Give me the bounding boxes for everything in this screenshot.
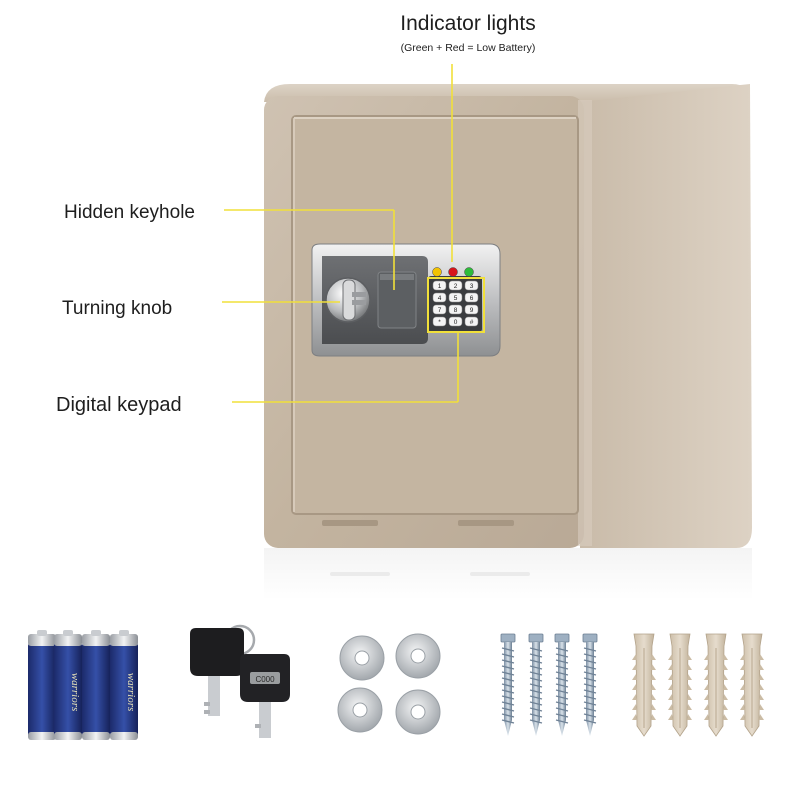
keypad-key[interactable]: 9 bbox=[464, 304, 479, 315]
screw bbox=[582, 633, 598, 736]
svg-text:3: 3 bbox=[470, 283, 474, 290]
base-slot-right bbox=[458, 520, 514, 526]
keypad-key[interactable]: * bbox=[432, 316, 447, 327]
keypad-key[interactable]: 0 bbox=[448, 316, 463, 327]
svg-text:5: 5 bbox=[454, 295, 458, 302]
indicator-lights-label: Indicator lights bbox=[400, 12, 536, 35]
keypad-key[interactable]: 2 bbox=[448, 280, 463, 291]
turning-knob-label: Turning knob bbox=[62, 298, 173, 319]
svg-text:0: 0 bbox=[454, 319, 458, 326]
digital-keypad-label: Digital keypad bbox=[56, 394, 182, 416]
batteries: warriors warriors bbox=[28, 630, 138, 740]
turning-knob[interactable] bbox=[325, 277, 371, 323]
indicator-lights bbox=[432, 267, 474, 277]
indicator-lights-note: (Green + Red = Low Battery) bbox=[400, 42, 536, 54]
wall-plug bbox=[704, 633, 728, 737]
hidden-keyhole-label: Hidden keyhole bbox=[64, 202, 195, 223]
indicator-led bbox=[464, 267, 474, 277]
digital-keypad[interactable]: 1 2 3 4 5 6 7 8 9 * 0 # bbox=[432, 280, 479, 327]
hidden-keyhole-cover bbox=[377, 271, 417, 329]
svg-text:6: 6 bbox=[470, 295, 474, 302]
callout-lines bbox=[222, 64, 485, 403]
wall-plug bbox=[740, 633, 764, 737]
svg-text:8: 8 bbox=[454, 307, 458, 314]
svg-text:4: 4 bbox=[438, 295, 442, 302]
screw bbox=[528, 633, 544, 736]
wall-plug bbox=[632, 633, 656, 737]
battery-brand-label: warriors bbox=[69, 673, 81, 712]
lock-panel bbox=[311, 243, 501, 357]
battery bbox=[82, 630, 110, 740]
screw bbox=[554, 633, 570, 736]
safe-side bbox=[580, 84, 752, 548]
key: C000 bbox=[240, 654, 290, 738]
keys: C000 bbox=[190, 624, 290, 738]
indicator-led bbox=[432, 267, 442, 277]
keypad-key[interactable]: 1 bbox=[432, 280, 447, 291]
keypad-key[interactable]: 7 bbox=[432, 304, 447, 315]
washer bbox=[339, 635, 385, 681]
keypad-key[interactable]: 3 bbox=[464, 280, 479, 291]
battery-brand-label: warriors bbox=[125, 673, 137, 712]
svg-text:*: * bbox=[438, 319, 441, 326]
washers bbox=[337, 633, 441, 735]
washer bbox=[395, 689, 441, 735]
washer bbox=[395, 633, 441, 679]
key-tag: C000 bbox=[255, 675, 275, 684]
indicator-led bbox=[448, 267, 458, 277]
screw bbox=[500, 633, 516, 736]
svg-text:1: 1 bbox=[438, 283, 442, 290]
keypad-key[interactable]: 6 bbox=[464, 292, 479, 303]
svg-text:2: 2 bbox=[454, 283, 458, 290]
keypad-key[interactable]: 8 bbox=[448, 304, 463, 315]
keypad-key[interactable]: 5 bbox=[448, 292, 463, 303]
battery bbox=[110, 630, 138, 740]
washer bbox=[337, 687, 383, 733]
key bbox=[190, 628, 244, 716]
battery bbox=[28, 630, 56, 740]
keypad-key[interactable]: 4 bbox=[432, 292, 447, 303]
base-slot-left bbox=[322, 520, 378, 526]
screws bbox=[500, 633, 598, 736]
wall-plug bbox=[668, 633, 692, 737]
battery bbox=[54, 630, 82, 740]
keypad-key[interactable]: # bbox=[464, 316, 479, 327]
wall-plugs bbox=[632, 633, 764, 737]
svg-text:9: 9 bbox=[470, 307, 474, 314]
svg-text:#: # bbox=[470, 319, 474, 326]
svg-text:7: 7 bbox=[438, 307, 442, 314]
